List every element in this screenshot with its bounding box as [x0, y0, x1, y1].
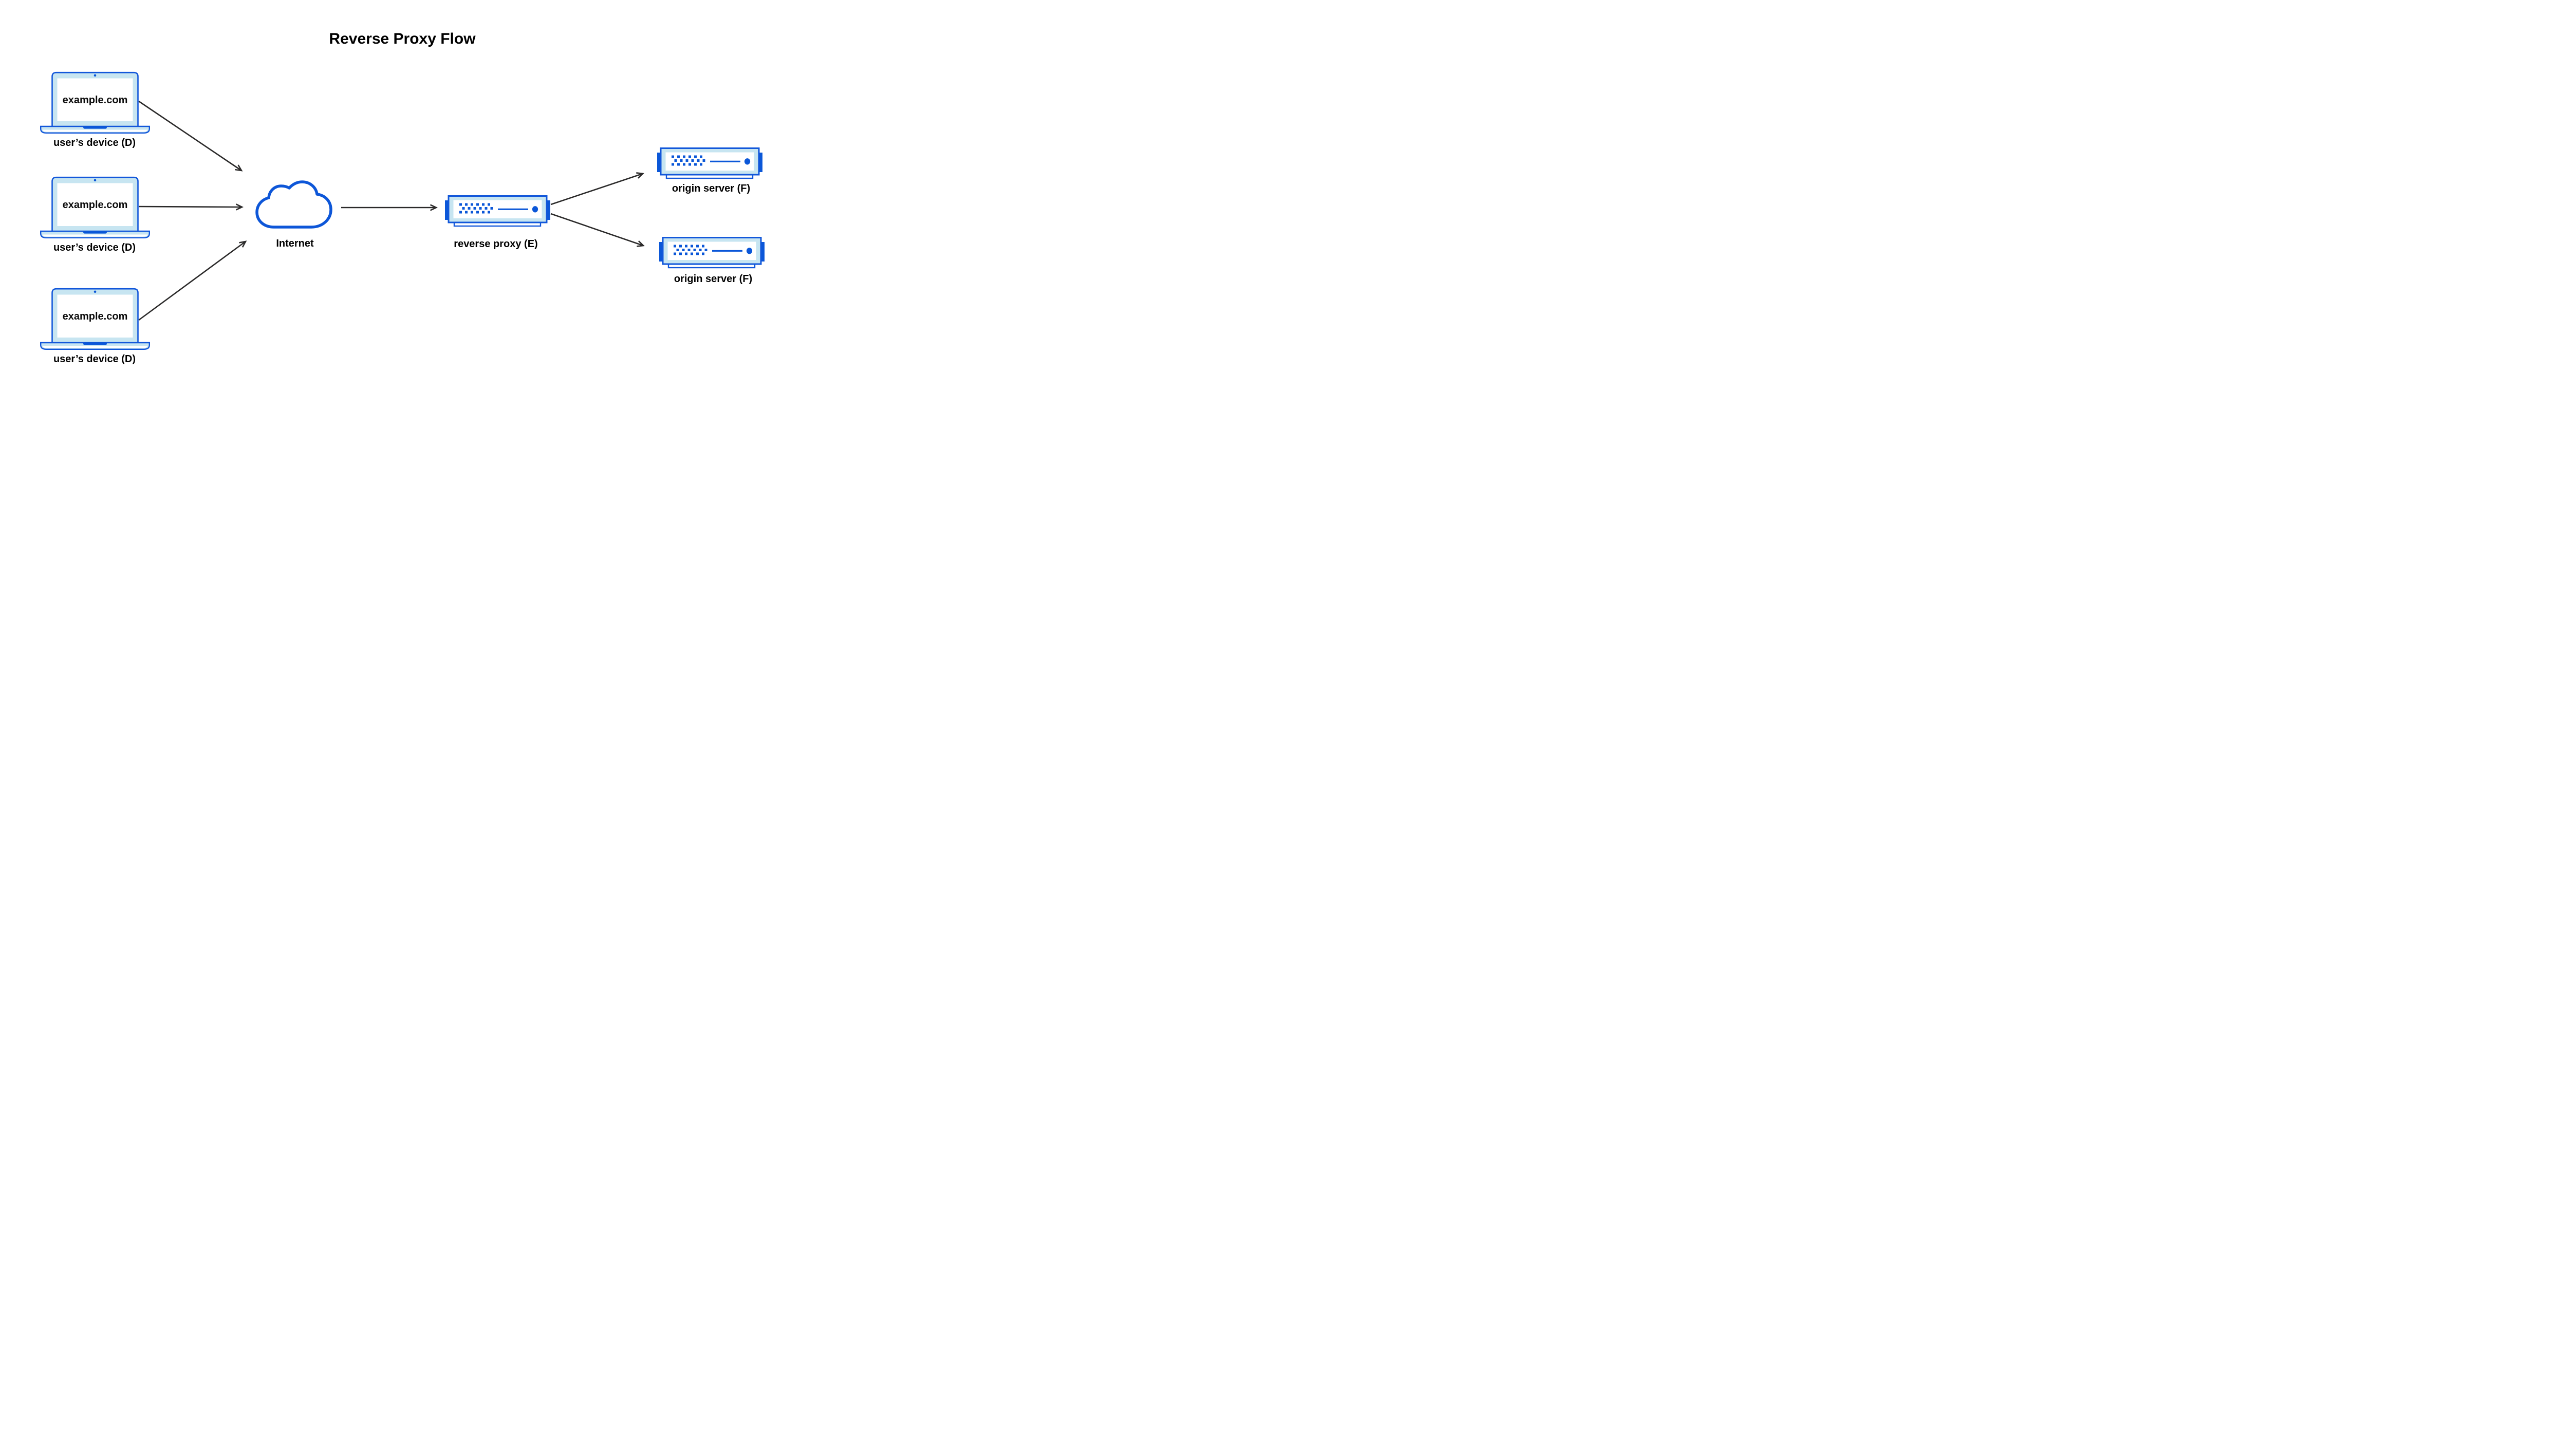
server-icon — [658, 236, 766, 269]
server-icon — [656, 147, 764, 179]
arrow-reverse-proxy-to-origin2 — [550, 213, 645, 247]
arrow-reverse-proxy-to-origin1 — [550, 172, 644, 206]
node-user-device-2: example.com user’s device (D) — [40, 176, 151, 253]
diagram-canvas: Reverse Proxy Flow example.com user’s de… — [0, 0, 806, 403]
node-reverse-proxy: reverse proxy (E) — [444, 195, 551, 250]
arrow-device1-to-internet — [138, 100, 243, 172]
node-user-device-1: example.com user’s device (D) — [40, 71, 151, 148]
device3-screen-url: example.com — [63, 311, 128, 322]
device2-label: user’s device (D) — [53, 242, 136, 253]
node-user-device-3: example.com user’s device (D) — [40, 288, 151, 365]
node-origin-server-2: origin server (F) — [658, 236, 766, 285]
connection-arrows — [138, 100, 645, 321]
reverse-proxy-label: reverse proxy (E) — [454, 238, 537, 250]
node-internet: Internet — [255, 180, 332, 249]
server-icon — [444, 195, 551, 227]
device1-label: user’s device (D) — [53, 137, 136, 148]
reverse-proxy-flow-diagram: Reverse Proxy Flow example.com user’s de… — [40, 30, 766, 365]
page-title: Reverse Proxy Flow — [329, 30, 476, 47]
internet-label: Internet — [276, 238, 314, 249]
arrow-device3-to-internet — [138, 240, 247, 321]
node-origin-server-1: origin server (F) — [656, 147, 764, 194]
device3-label: user’s device (D) — [53, 353, 136, 365]
origin-server2-label: origin server (F) — [674, 273, 752, 285]
device1-screen-url: example.com — [63, 95, 128, 106]
cloud-icon — [255, 180, 332, 229]
origin-server1-label: origin server (F) — [672, 183, 750, 194]
device2-screen-url: example.com — [63, 199, 128, 211]
